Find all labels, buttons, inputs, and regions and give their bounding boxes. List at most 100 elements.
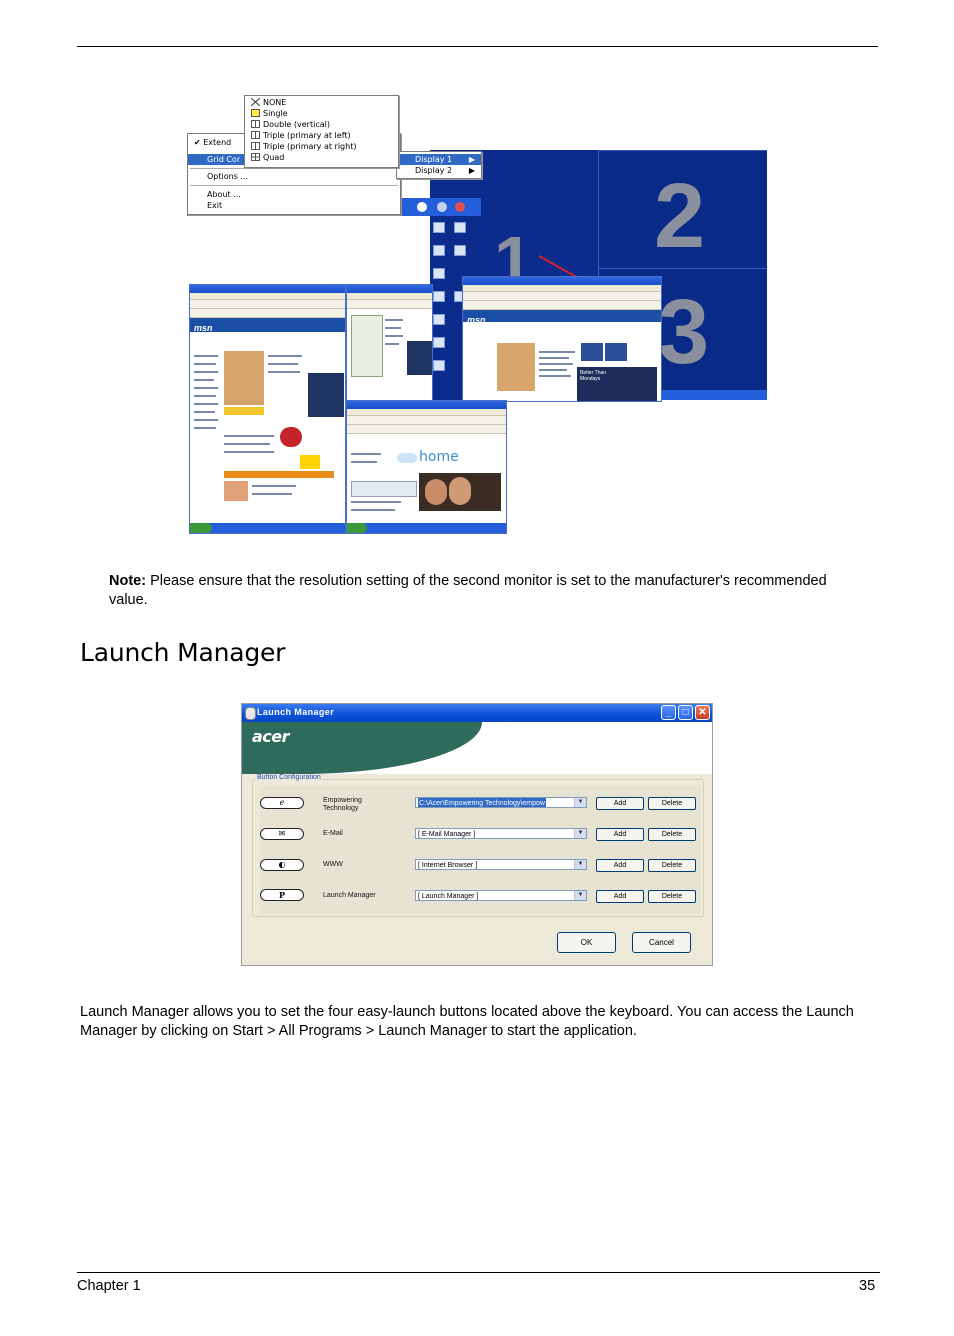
row-label: Empowering Technology [323, 797, 362, 812]
start-button [347, 523, 367, 533]
display-number-2: 2 [654, 165, 706, 267]
desktop-icon [433, 268, 445, 279]
ad-banner [308, 373, 344, 417]
none-icon [250, 97, 261, 107]
logo-block [300, 455, 320, 469]
single-icon [251, 109, 260, 117]
explorer-screenshot [346, 284, 433, 402]
add-button[interactable]: Add [596, 890, 644, 903]
menu-item-about[interactable]: About ... [207, 190, 241, 199]
msn-logo: msn [194, 323, 213, 333]
grid-option-double[interactable]: Double (vertical) [245, 119, 398, 130]
dialog-titlebar: Launch Manager _ □ ✕ [242, 704, 712, 722]
quad-icon [251, 153, 260, 161]
add-button[interactable]: Add [596, 828, 644, 841]
display-number-3: 3 [658, 281, 710, 383]
photo [497, 343, 535, 391]
button-config-group [252, 779, 704, 917]
display-submenu: Display 1▶ Display 2▶ [396, 151, 482, 179]
grid-panel-2 [598, 150, 767, 270]
delete-button[interactable]: Delete [648, 828, 696, 841]
acer-logo: acer [252, 727, 290, 746]
desktop-icon [454, 245, 466, 256]
ok-button[interactable]: OK [557, 932, 616, 953]
tile [581, 343, 603, 361]
row-label: E-Mail [323, 830, 343, 837]
key-e-icon: e [260, 797, 304, 809]
check-icon: ✔ [194, 138, 204, 147]
maximize-button[interactable]: □ [678, 705, 693, 720]
desktop-icon [433, 291, 445, 302]
app-icon [245, 707, 256, 720]
menu-item-options[interactable]: Options ... [207, 172, 249, 181]
header-rule [77, 46, 878, 47]
key-mail-icon: ✉ [260, 828, 304, 840]
delete-button[interactable]: Delete [648, 859, 696, 872]
submenu-display-1[interactable]: Display 1▶ [397, 154, 481, 165]
grid-option-quad[interactable]: Quad [245, 152, 398, 163]
chevron-down-icon: ▼ [574, 891, 586, 900]
chevron-down-icon: ▼ [574, 829, 586, 838]
start-button [190, 523, 212, 533]
triple-left-icon [251, 131, 260, 139]
home-logo: home [395, 447, 459, 469]
desktop-icon [454, 222, 466, 233]
body-paragraph: Launch Manager allows you to set the fou… [80, 1004, 854, 1039]
orange-bar [224, 471, 334, 478]
minimize-button[interactable]: _ [661, 705, 676, 720]
section-title: Launch Manager [80, 638, 286, 667]
folder-pane [351, 315, 383, 377]
desktop-icon [433, 245, 445, 256]
program-select[interactable]: [ Internet Browser ]▼ [415, 859, 587, 870]
taskbar [598, 390, 767, 400]
chevron-down-icon: ▼ [574, 860, 586, 869]
grid-option-none[interactable]: NONE [245, 97, 398, 108]
ad-image [280, 427, 302, 447]
footer-page-number: 35 [859, 1278, 876, 1294]
launch-manager-dialog: Launch Manager _ □ ✕ acer Button Configu… [241, 703, 713, 966]
photo [419, 473, 501, 511]
key-web-icon: ◐ [260, 859, 304, 871]
footer-rule [77, 1272, 880, 1273]
grid-option-single[interactable]: Single [245, 108, 398, 119]
desktop-icon [433, 360, 445, 371]
chevron-down-icon: ▼ [574, 798, 586, 807]
brand-banner: acer [242, 722, 712, 774]
footer-chapter: Chapter 1 [77, 1278, 141, 1294]
desktop-screenshot: 2 3 1 [430, 150, 767, 400]
group-label: Button Configuration [256, 774, 322, 781]
close-button[interactable]: ✕ [695, 705, 710, 720]
row-label: WWW [323, 861, 343, 868]
desktop-icon [433, 314, 445, 325]
menu-item-exit[interactable]: Exit [207, 201, 223, 210]
double-icon [251, 120, 260, 128]
arrow-right-icon: ▶ [468, 155, 475, 164]
browser-screenshot-bottom: home [346, 400, 507, 534]
ad-banner [407, 341, 432, 375]
tile [605, 343, 627, 361]
note-paragraph: Note: Please ensure that the resolution … [109, 572, 849, 610]
grid-option-triple-left[interactable]: Triple (primary at left) [245, 130, 398, 141]
delete-button[interactable]: Delete [648, 797, 696, 810]
submenu-display-2[interactable]: Display 2▶ [415, 166, 475, 175]
photo [224, 351, 264, 405]
triple-right-icon [251, 142, 260, 150]
add-button[interactable]: Add [596, 859, 644, 872]
key-p-icon: P [260, 889, 304, 901]
program-select[interactable]: [ E-Mail Manager ]▼ [415, 828, 587, 839]
label-strip [224, 407, 264, 415]
add-button[interactable]: Add [596, 797, 644, 810]
msn-logo: msn [467, 315, 486, 325]
grid-option-triple-right[interactable]: Triple (primary at right) [245, 141, 398, 152]
desktop-icon [433, 222, 445, 233]
ad-text: Better Than Mondays [580, 370, 607, 382]
search-box [351, 481, 417, 497]
cancel-button[interactable]: Cancel [632, 932, 691, 953]
program-select[interactable]: [ Launch Manager ]▼ [415, 890, 587, 901]
menu-item-extend[interactable]: ✔ Extend [194, 138, 232, 147]
row-label: Launch Manager [323, 892, 376, 899]
delete-button[interactable]: Delete [648, 890, 696, 903]
program-select[interactable]: C:\Acer\Empowering Technology\empow▼ [415, 797, 587, 808]
desktop-icon [433, 337, 445, 348]
thumb [224, 481, 248, 501]
